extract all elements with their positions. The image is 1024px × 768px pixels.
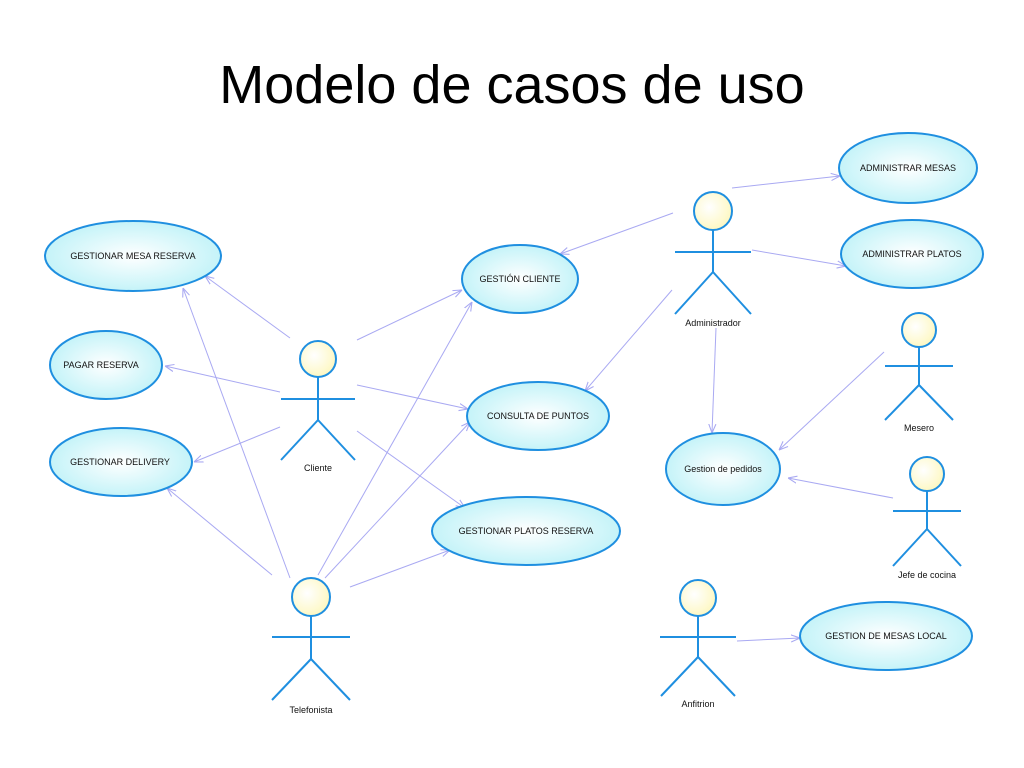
use-case-gestion-mesas-local[interactable]: GESTION DE MESAS LOCAL (799, 601, 973, 671)
use-case-administrar-mesas[interactable]: ADMINISTRAR MESAS (838, 132, 978, 204)
actor-mesero[interactable]: Mesero (884, 312, 954, 433)
use-case-label: ADMINISTRAR PLATOS (862, 249, 961, 259)
assoc-admin-gestion-pedidos (712, 327, 717, 433)
assoc-mesero-gestion-pedidos (779, 351, 885, 450)
use-case-gestion-pedidos[interactable]: Gestion de pedidos (665, 432, 781, 506)
use-case-consulta-puntos[interactable]: CONSULTA DE PUNTOS (466, 381, 610, 451)
use-case-administrar-platos[interactable]: ADMINISTRAR PLATOS (840, 219, 984, 289)
actor-label: Telefonista (289, 705, 332, 715)
associations (165, 176, 894, 641)
assoc-telefonista-gestionar-delivery (167, 488, 273, 576)
assoc-cliente-platos-reserva (356, 430, 465, 508)
actor-label: Administrador (685, 318, 741, 328)
slide-title: Modelo de casos de uso (219, 55, 805, 115)
use-case-gestionar-delivery[interactable]: GESTIONAR DELIVERY (49, 427, 193, 497)
actor-label: Anfitrion (681, 699, 714, 709)
assoc-admin-gestion-cliente (560, 212, 674, 254)
use-case-label: PAGAR RESERVA (63, 360, 139, 370)
use-case-label: GESTION DE MESAS LOCAL (825, 631, 947, 641)
use-case-gestionar-mesa-reserva[interactable]: GESTIONAR MESA RESERVA (44, 220, 222, 292)
assoc-cliente-pagar-reserva (165, 366, 281, 393)
assoc-admin-consulta-puntos (585, 289, 673, 391)
assoc-cliente-gestionar-mesa-reserva (205, 276, 291, 339)
actor-anfitrion[interactable]: Anfitrion (660, 579, 736, 709)
assoc-anfitrion-gestion-mesas-local (736, 638, 800, 641)
actor-telefonista[interactable]: Telefonista (271, 577, 351, 715)
assoc-cliente-consulta-puntos (356, 384, 468, 409)
assoc-admin-administrar-platos (751, 249, 846, 266)
use-case-label: Gestion de pedidos (684, 464, 762, 474)
actor-jefe-de-cocina[interactable]: Jefe de cocina (892, 456, 962, 580)
assoc-jefe-cocina-gestion-pedidos (788, 478, 894, 499)
assoc-admin-administrar-mesas (731, 176, 840, 189)
actor-administrador[interactable]: Administrador (674, 191, 752, 328)
use-case-label: GESTIONAR MESA RESERVA (70, 251, 195, 261)
actor-cliente[interactable]: Cliente (280, 340, 356, 473)
actor-label: Cliente (304, 463, 332, 473)
assoc-telefonista-gestion-cliente (317, 302, 472, 576)
assoc-telefonista-gestionar-mesa-reserva (183, 288, 291, 579)
assoc-cliente-gestion-cliente (356, 290, 462, 341)
use-case-gestionar-platos-reserva[interactable]: GESTIONAR PLATOS RESERVA (431, 496, 621, 566)
assoc-telefonista-platos-reserva (349, 550, 450, 588)
use-case-gestion-cliente[interactable]: GESTIÓN CLIENTE (461, 244, 579, 314)
use-case-label: GESTIONAR DELIVERY (70, 457, 170, 467)
use-case-label: GESTIONAR PLATOS RESERVA (459, 526, 594, 536)
assoc-telefonista-consulta-puntos (324, 422, 470, 579)
actor-label: Mesero (904, 423, 934, 433)
assoc-cliente-gestionar-delivery (194, 426, 281, 462)
use-case-label: ADMINISTRAR MESAS (860, 163, 956, 173)
use-case-label: GESTIÓN CLIENTE (479, 274, 560, 284)
use-case-pagar-reserva[interactable]: PAGAR RESERVA (49, 330, 163, 400)
use-case-label: CONSULTA DE PUNTOS (487, 411, 589, 421)
actor-label: Jefe de cocina (898, 570, 956, 580)
